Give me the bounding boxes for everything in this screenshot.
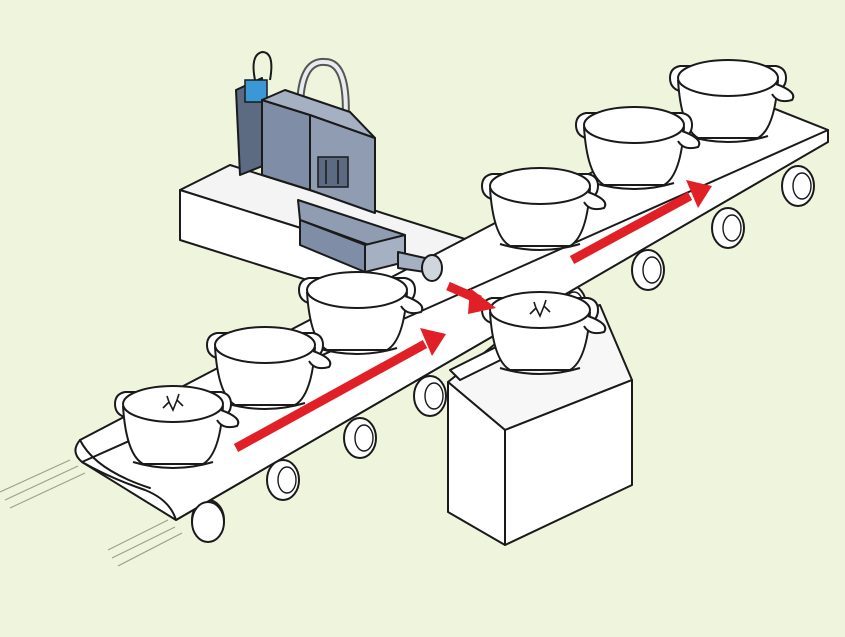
main-flow-arrow-left	[233, 328, 446, 452]
cups	[114, 59, 795, 469]
cup-item-defective	[114, 385, 240, 469]
crack-defect-icon	[162, 393, 184, 412]
main-conveyor-belt	[74, 94, 829, 521]
motion-lines	[0, 459, 183, 567]
crack-defect-icon	[529, 299, 551, 318]
valve-connector-icon	[244, 79, 268, 103]
flow-arrows	[233, 180, 712, 452]
pusher-rod-icon	[421, 254, 443, 282]
cup-item-rejected	[481, 291, 607, 375]
main-flow-arrow-right	[569, 180, 712, 264]
front-end-roller	[191, 501, 225, 543]
reject-flow-arrow	[446, 281, 496, 314]
solenoid-valve	[235, 50, 443, 282]
